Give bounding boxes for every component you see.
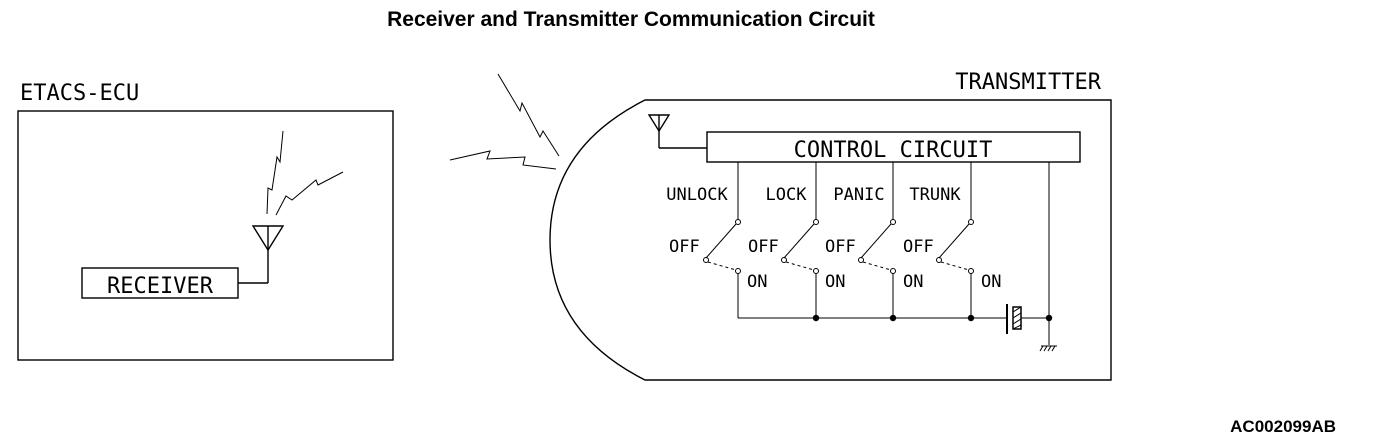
battery-icon bbox=[1006, 304, 1049, 334]
ground-icon bbox=[1039, 345, 1057, 352]
switch-label-trunk: TRUNK bbox=[909, 185, 961, 205]
junction-dot bbox=[1045, 314, 1053, 322]
signal-bolt-icon bbox=[449, 73, 560, 170]
switch-label-unlock: UNLOCK bbox=[666, 185, 728, 205]
signal-bolt-icon bbox=[266, 130, 344, 216]
ecu-box bbox=[17, 110, 394, 361]
transmitter-label: TRANSMITTER bbox=[955, 70, 1101, 95]
transmitter-antenna-icon bbox=[647, 114, 707, 149]
on-label-panic: ON bbox=[903, 272, 923, 292]
switch-lock bbox=[781, 162, 819, 318]
on-label-unlock: ON bbox=[747, 272, 767, 292]
off-label-panic: OFF bbox=[825, 237, 856, 257]
control-circuit-label: CONTROL CIRCUIT bbox=[794, 138, 993, 163]
switch-unlock bbox=[703, 162, 741, 318]
switch-label-panic: PANIC bbox=[833, 185, 884, 205]
receiver-label: RECEIVER bbox=[107, 274, 214, 299]
switch-trunk bbox=[936, 162, 974, 318]
switch-label-lock: LOCK bbox=[766, 185, 808, 205]
off-label-lock: OFF bbox=[748, 237, 779, 257]
receiver-antenna-icon bbox=[238, 225, 285, 284]
off-label-unlock: OFF bbox=[669, 237, 700, 257]
transmitter-housing bbox=[549, 99, 1112, 381]
common-bus-wire bbox=[738, 314, 1007, 322]
switch-panic bbox=[858, 162, 896, 318]
figure-code: AC002099AB bbox=[1230, 417, 1336, 436]
ecu-label: ETACS-ECU bbox=[20, 81, 139, 106]
off-label-trunk: OFF bbox=[903, 237, 934, 257]
on-label-trunk: ON bbox=[981, 272, 1001, 292]
diagram-title: Receiver and Transmitter Communication C… bbox=[387, 8, 875, 31]
on-label-lock: ON bbox=[825, 272, 845, 292]
